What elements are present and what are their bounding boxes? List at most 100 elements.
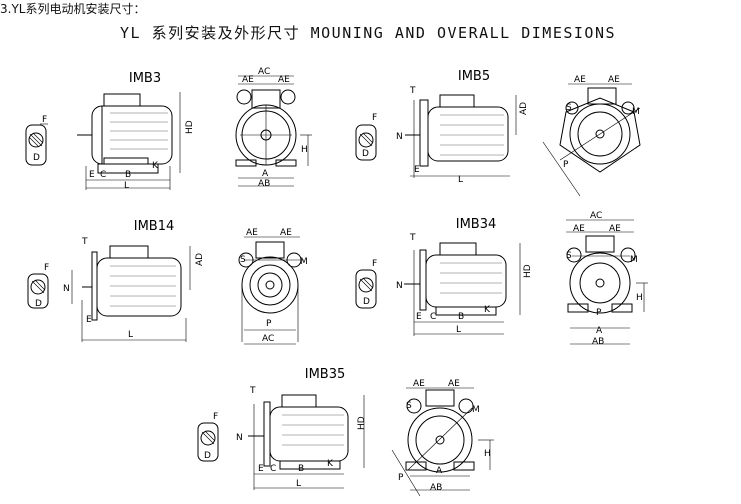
imb34-dim-ac: AC [590, 211, 602, 221]
imb5-dim-ae-left: AE [574, 75, 586, 85]
imb35-end-view: AE AE S M P A AB H [391, 379, 494, 497]
imb35-shaft-section: F D [197, 412, 219, 462]
imb3-dim-e: E [89, 170, 95, 180]
imb5-label: IMB5 [458, 69, 490, 84]
imb5-dim-f: F [372, 113, 377, 123]
imb35-dim-e: E [258, 464, 264, 474]
imb35-dim-p: P [398, 473, 404, 483]
imb3-dim-l: L [124, 181, 129, 191]
imb34-dim-t: T [409, 233, 416, 243]
imb3-dim-ae-left: AE [242, 75, 254, 85]
imb5-dim-t: T [409, 86, 416, 96]
imb14-dim-t: T [81, 237, 88, 247]
imb14-dim-n: N [63, 284, 70, 294]
imb34-dim-p: P [596, 308, 602, 318]
imb14-dim-ad: AD [195, 253, 205, 266]
imb3-dim-k: K [152, 161, 159, 171]
imb3-shaft-section: F D [25, 115, 48, 166]
imb35-dim-k: K [327, 459, 334, 469]
imb14-dim-f: F [44, 263, 49, 273]
imb3-dim-a: A [262, 169, 269, 179]
imb34-side-view: T N E C B K L HD [396, 233, 533, 336]
imb34-dim-e: E [416, 312, 422, 322]
imb34-dim-a: A [596, 326, 603, 336]
imb34-dim-n: N [396, 281, 403, 291]
imb3-dim-d: D [33, 153, 40, 163]
imb35-dim-c: C [270, 464, 276, 474]
imb35-dim-ab: AB [430, 483, 442, 493]
imb5-dim-ae-right: AE [608, 75, 620, 85]
imb14-dim-s: S [240, 255, 246, 265]
imb34-dim-c: C [430, 312, 436, 322]
imb14-dim-ae-right: AE [280, 228, 292, 238]
imb34-dim-s: S [566, 251, 572, 261]
imb3-dim-ac: AC [258, 67, 270, 77]
imb3-side-view: E C B K L HD [77, 92, 195, 191]
imb14-dim-ac: AC [262, 334, 274, 344]
imb35-dim-b: B [298, 464, 304, 474]
imb35-dim-m: M [472, 405, 480, 415]
imb3-end-view: AC AE AE A AB H [235, 67, 312, 189]
imb35-dim-ae-right: AE [448, 379, 460, 389]
imb34-dim-ab: AB [592, 337, 604, 347]
imb14-end-view: AE AE S M P AC [238, 228, 308, 345]
imb14-dim-p: P [266, 319, 272, 329]
imb3-dim-hd: HD [185, 120, 195, 134]
imb35-side-view: T N E C B K L HD [236, 386, 367, 490]
imb3-dim-f: F [42, 115, 47, 125]
imb35-dim-s: S [406, 401, 412, 411]
imb3-dim-c: C [100, 170, 106, 180]
imb34-dim-m: M [630, 255, 638, 265]
imb5-dim-m: M [632, 107, 640, 117]
imb34-dim-ae-right: AE [609, 224, 621, 234]
imb34-label: IMB34 [456, 217, 497, 232]
imb35-dim-d: D [204, 451, 211, 461]
imb34-dim-hd: HD [523, 264, 533, 278]
imb35-dim-hd: HD [357, 416, 367, 430]
imb34-dim-l: L [456, 325, 461, 335]
imb14-dim-m: M [300, 257, 308, 267]
imb34-dim-b: B [458, 312, 464, 322]
imb3-dim-ae-right: AE [278, 75, 290, 85]
imb3-dim-h: H [301, 145, 308, 155]
imb34-group: IMB34 F D [355, 211, 648, 347]
imb3-dim-b: B [125, 170, 131, 180]
imb14-dim-e: E [86, 315, 92, 325]
imb14-dim-d: D [35, 299, 42, 309]
imb35-dim-f: F [213, 412, 218, 422]
imb34-shaft-section: F D [355, 259, 377, 309]
imb14-shaft-section: F D [27, 263, 49, 309]
imb14-dim-l: L [128, 330, 133, 340]
imb34-end-view: AC AE AE S M P A AB H [566, 211, 648, 347]
imb35-dim-n: N [236, 433, 243, 443]
imb3-dim-ab: AB [258, 179, 270, 189]
imb34-dim-d: D [363, 297, 370, 307]
imb5-group: IMB5 F D [355, 69, 641, 197]
imb5-dim-s: S [566, 103, 572, 113]
imb35-dim-t: T [249, 386, 256, 396]
imb5-dim-ad: AD [519, 102, 529, 115]
imb34-dim-h: H [636, 293, 643, 303]
imb3-group: IMB3 F D [25, 67, 312, 191]
imb14-dim-ae-left: AE [246, 228, 258, 238]
imb5-dim-l: L [458, 175, 463, 185]
imb34-dim-ae-left: AE [573, 224, 585, 234]
imb5-dim-n: N [396, 132, 403, 142]
imb34-dim-f: F [372, 259, 377, 269]
imb34-dim-k: K [484, 305, 491, 315]
page-heading: 3.YL系列电动机安装尺寸： [0, 2, 146, 16]
imb14-group: IMB14 F D [27, 219, 308, 345]
imb35-label: IMB35 [305, 367, 346, 382]
imb5-dim-d: D [362, 149, 369, 159]
imb5-shaft-section: F D [355, 113, 377, 161]
imb5-end-view: AE AE M S P [542, 75, 641, 197]
imb35-dim-ae-left: AE [413, 379, 425, 389]
imb5-dim-e: E [414, 165, 420, 175]
diagram-banner: YL 系列安装及外形尺寸 MOUNING AND OVERALL DIMESIO… [120, 24, 617, 42]
imb5-side-view: T N E L AD [396, 86, 529, 185]
imb35-dim-h: H [484, 449, 491, 459]
imb14-side-view: T N E L AD [63, 237, 205, 342]
imb14-label: IMB14 [134, 219, 175, 234]
